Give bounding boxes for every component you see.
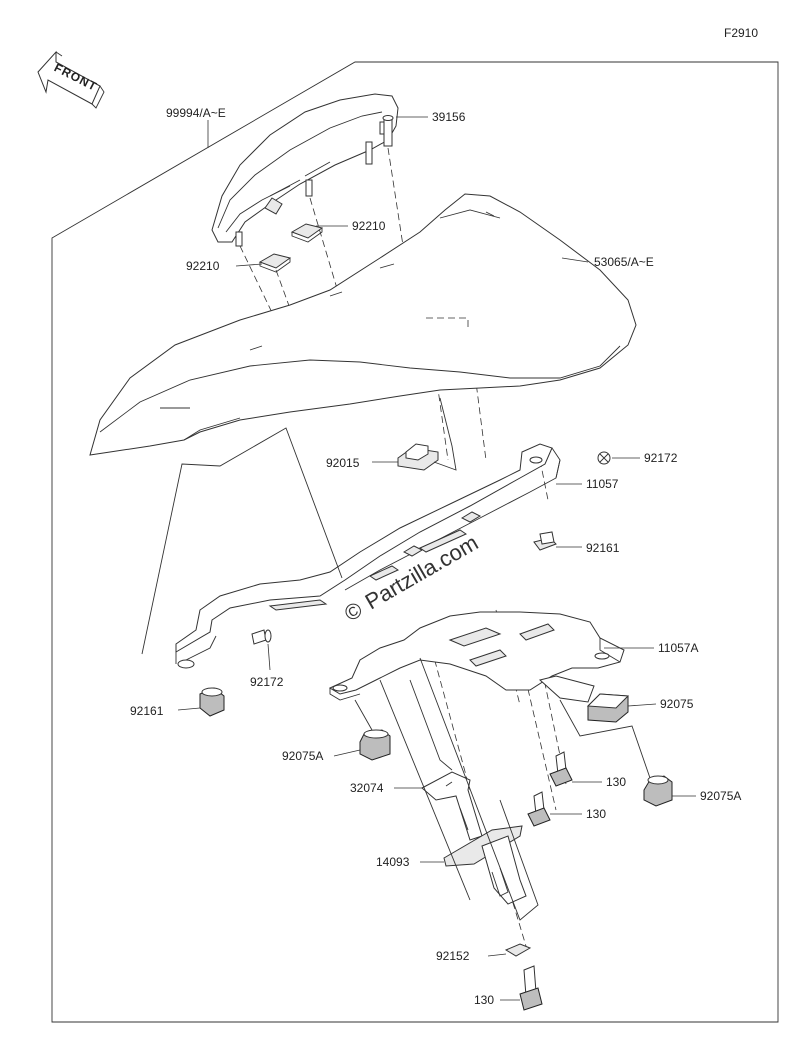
cover-14093 — [443, 825, 527, 905]
seat-cowl-assembly — [211, 93, 399, 247]
damper-92161-upper — [533, 531, 557, 551]
outline-guides — [141, 397, 651, 921]
grommet-92015 — [397, 443, 439, 471]
damper-92161-left — [199, 687, 225, 717]
washer-92210-lower — [258, 253, 292, 273]
watermark-symbol: © — [340, 597, 367, 627]
callout-11057: 11057 — [586, 477, 619, 491]
seat-cover-53065 — [89, 193, 637, 456]
pad-92075 — [586, 693, 630, 723]
washer-92210-upper — [290, 223, 324, 243]
watermark: © Partzilla.com — [340, 530, 482, 627]
bolt-130-middle — [527, 791, 551, 827]
callout-92172-upper: 92172 — [644, 451, 678, 465]
callout-92172-lower: 92172 — [250, 675, 284, 689]
callout-99994: 99994/A~E — [166, 106, 226, 120]
screw-92172-lower — [251, 629, 272, 645]
callout-leaders — [177, 116, 696, 1001]
bumper-92075A-left — [359, 729, 391, 761]
callout-130-lower: 130 — [474, 993, 494, 1007]
callout-14093: 14093 — [376, 855, 410, 869]
assembly-frame — [51, 61, 779, 1023]
callout-32074: 32074 — [350, 781, 384, 795]
callout-92152: 92152 — [436, 949, 470, 963]
front-arrow-icon: FRONT — [37, 50, 105, 109]
callout-92075A-right: 92075A — [700, 789, 741, 803]
callout-labels: 99994/A~E 39156 92210 92210 53065/A~E 92… — [130, 106, 741, 1007]
callout-11057A: 11057A — [658, 641, 698, 655]
callout-92210-upper: 92210 — [352, 219, 386, 233]
callout-39156: 39156 — [432, 110, 466, 124]
washer-92152 — [504, 943, 532, 957]
callout-92161-left: 92161 — [130, 704, 164, 718]
callout-130-upper: 130 — [606, 775, 626, 789]
bracket-11057A — [328, 611, 625, 703]
bracket-32074 — [421, 771, 483, 841]
bumper-92075A-right — [643, 775, 673, 807]
bracket-11057 — [175, 443, 561, 669]
callout-92075A-left: 92075A — [282, 749, 323, 763]
callout-130-middle: 130 — [586, 807, 606, 821]
callout-92161-upper: 92161 — [586, 541, 620, 555]
callout-53065: 53065/A~E — [594, 255, 654, 269]
figure-code: F2910 — [724, 26, 758, 40]
bolt-130-upper — [549, 751, 573, 787]
stud-39156 — [382, 115, 394, 147]
callout-92015: 92015 — [326, 456, 360, 470]
callout-92075: 92075 — [660, 697, 694, 711]
bolt-130-lower — [519, 965, 543, 1011]
callout-92210-lower: 92210 — [186, 259, 220, 273]
screw-92172-upper — [597, 451, 611, 465]
